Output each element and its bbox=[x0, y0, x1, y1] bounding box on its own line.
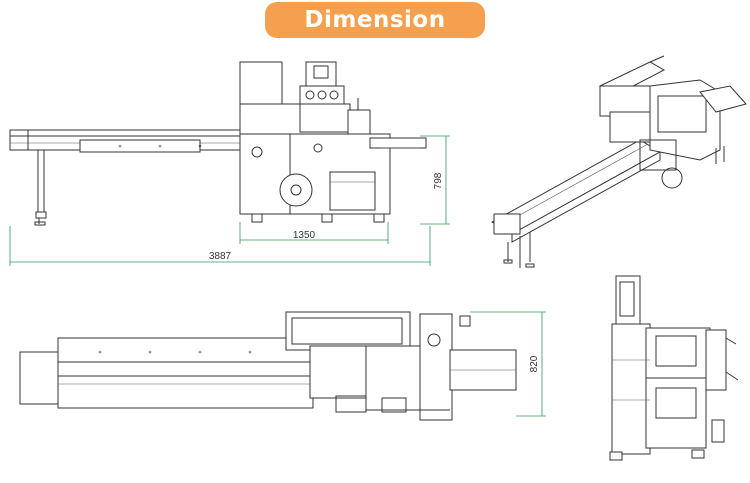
front-view bbox=[9, 61, 427, 226]
page-title: Dimension bbox=[304, 7, 446, 33]
side-view bbox=[609, 275, 739, 461]
top-view bbox=[19, 311, 517, 421]
dimension-1350-label: 1350 bbox=[293, 230, 316, 241]
dimension-798-label: 798 bbox=[433, 172, 444, 189]
front-dimension-lines bbox=[9, 135, 450, 266]
dimension-title-badge: Dimension bbox=[265, 2, 485, 38]
dimension-820-label: 820 bbox=[529, 355, 540, 372]
dimension-3887-label: 3887 bbox=[209, 251, 232, 262]
isometric-view bbox=[490, 55, 747, 268]
top-dimension-lines bbox=[470, 311, 546, 417]
